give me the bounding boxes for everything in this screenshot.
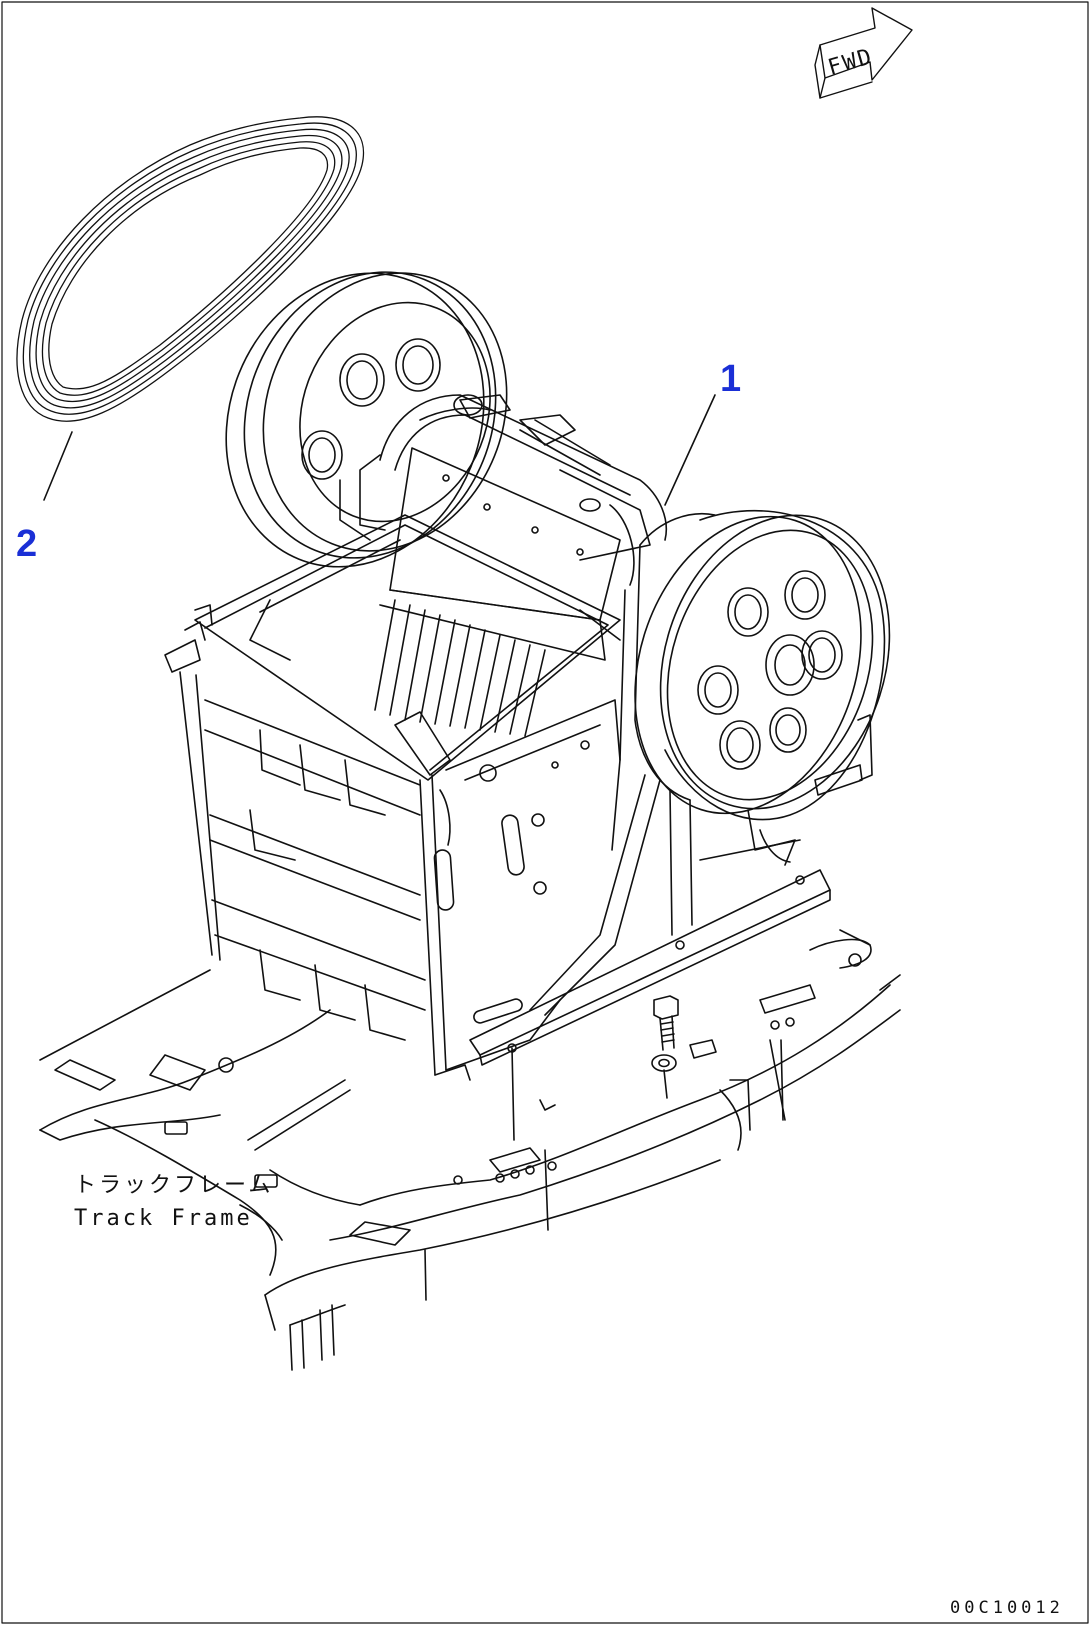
track-frame-label-japanese: トラックフレーム (74, 1173, 274, 1198)
track-frame-label-english: Track Frame (74, 1206, 253, 1231)
mounting-bolt (651, 995, 717, 1099)
leader-line-2 (43, 431, 73, 501)
sheet-number: 00C10012 (950, 1598, 1064, 1618)
track-frame-leader (239, 1204, 283, 1241)
callout-2[interactable]: 2 (16, 523, 38, 565)
front-flywheel (619, 509, 891, 821)
rear-flywheel (225, 271, 508, 568)
swing-jaw (374, 447, 621, 737)
v-belt-part-2 (16, 116, 365, 422)
leader-line-1 (664, 394, 716, 506)
track-frame (39, 929, 901, 1371)
crusher-frame (164, 514, 621, 1081)
callout-1[interactable]: 1 (720, 358, 742, 400)
forward-direction-arrow-icon (814, 7, 913, 99)
eccentric-shaft-housing (339, 394, 667, 586)
